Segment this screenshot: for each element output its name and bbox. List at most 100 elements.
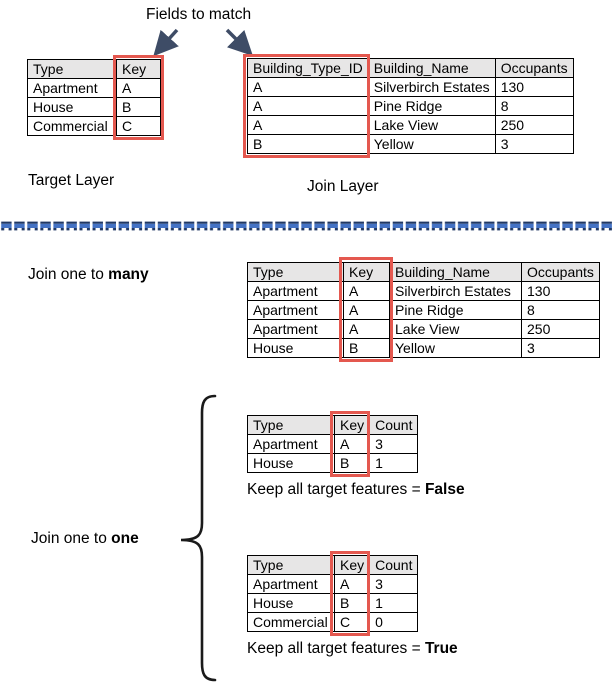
table-cell: 130: [521, 281, 600, 301]
table-cell: Apartment: [247, 434, 335, 454]
join-one-to-many-label: Join one to many: [28, 266, 149, 284]
label-bold-text: one: [111, 530, 139, 547]
arrow-down-left-icon: [153, 28, 179, 57]
table-cell: 3: [369, 434, 419, 454]
table-cell: Lake View: [367, 115, 496, 135]
table-cell: Commercial: [247, 612, 335, 632]
table-cell: Yellow: [367, 134, 496, 154]
column-header: Occupants: [521, 262, 600, 282]
table-cell: A: [333, 574, 371, 594]
table-row: A Lake View 250: [247, 115, 574, 135]
label-text: Keep all target features =: [247, 640, 425, 657]
label-bold-text: many: [108, 266, 149, 283]
table-cell: 0: [369, 612, 419, 632]
table-cell: A: [333, 434, 371, 454]
table-header-row: Type Key Count: [247, 555, 419, 575]
table: Type Key Count Apartment A 3 House B 1: [247, 415, 419, 473]
table-cell: 3: [369, 574, 419, 594]
one-to-many-result-table: Type Key Building_Name Occupants Apartme…: [247, 257, 600, 362]
arrow-down-right-icon: [225, 28, 253, 56]
column-header: Building_Type_ID: [247, 58, 369, 78]
column-header: Count: [369, 415, 419, 435]
column-header: Type: [247, 555, 335, 575]
table-row: Commercial C: [27, 116, 161, 136]
table-cell: 3: [521, 338, 600, 358]
table-cell: B: [247, 134, 369, 154]
table-cell: 130: [494, 77, 574, 97]
table-cell: Silverbirch Estates: [367, 77, 496, 97]
table-cell: 1: [369, 593, 419, 613]
table-row: A Pine Ridge 8: [247, 96, 574, 116]
column-header: Key: [343, 262, 390, 282]
table-cell: Pine Ridge: [389, 300, 522, 320]
label-text: Keep all target features =: [247, 481, 425, 498]
label-text: Join one to: [31, 530, 112, 547]
table: Building_Type_ID Building_Name Occupants…: [247, 58, 574, 154]
table-cell: A: [116, 78, 161, 98]
label-bold-text: False: [424, 481, 465, 498]
table-cell: B: [116, 97, 161, 117]
curly-brace: [180, 394, 217, 682]
table-cell: A: [343, 281, 390, 301]
table-cell: A: [247, 115, 369, 135]
column-header: Occupants: [494, 58, 574, 78]
table-row: Apartment A 3: [247, 434, 419, 454]
keep-false-label: Keep all target features = False: [247, 481, 465, 499]
table-cell: A: [247, 96, 369, 116]
table-cell: A: [343, 300, 390, 320]
table-cell: 250: [494, 115, 574, 135]
table-row: House B 1: [247, 453, 419, 473]
one-to-one-true-table: Type Key Count Apartment A 3 House B 1 C…: [247, 551, 419, 636]
table-row: House B: [27, 97, 161, 117]
table-cell: Apartment: [247, 300, 344, 320]
table-row: B Yellow 3: [247, 134, 574, 154]
column-header: Type: [27, 59, 117, 79]
target-layer-table: Type Key Apartment A House B Commercial …: [27, 55, 164, 140]
page-title: Fields to match: [146, 6, 252, 23]
table-row: Apartment A Pine Ridge 8: [247, 300, 600, 320]
table-cell: Commercial: [27, 116, 117, 136]
table-row: A Silverbirch Estates 130: [247, 77, 574, 97]
table-cell: Silverbirch Estates: [389, 281, 522, 301]
table-cell: B: [333, 453, 371, 473]
target-layer-label: Target Layer: [28, 172, 115, 189]
table-cell: B: [333, 593, 371, 613]
column-header: Building_Name: [389, 262, 522, 282]
table-cell: Yellow: [389, 338, 522, 358]
table-cell: Apartment: [247, 319, 344, 339]
table-cell: House: [27, 97, 117, 117]
table-cell: Apartment: [247, 281, 344, 301]
table-header-row: Type Key Building_Name Occupants: [247, 262, 600, 282]
label-bold-text: True: [424, 640, 458, 657]
table-cell: C: [116, 116, 161, 136]
table-header-row: Building_Type_ID Building_Name Occupants: [247, 58, 574, 78]
section-divider: [0, 221, 613, 232]
table-cell: A: [247, 77, 369, 97]
table-cell: Lake View: [389, 319, 522, 339]
table-row: Apartment A 3: [247, 574, 419, 594]
label-text: Join one to: [28, 266, 109, 283]
join-layer-label: Join Layer: [307, 178, 379, 195]
table: Type Key Building_Name Occupants Apartme…: [247, 262, 600, 358]
table-cell: 8: [521, 300, 600, 320]
keep-true-label: Keep all target features = True: [247, 640, 458, 658]
table-header-row: Type Key: [27, 59, 161, 79]
column-header: Building_Name: [367, 58, 496, 78]
table-row: Apartment A: [27, 78, 161, 98]
table-cell: House: [247, 338, 344, 358]
join-one-to-one-label: Join one to one: [31, 530, 139, 548]
table-cell: 3: [494, 134, 574, 154]
column-header: Type: [247, 415, 335, 435]
table-cell: 1: [369, 453, 419, 473]
table: Type Key Count Apartment A 3 House B 1 C…: [247, 555, 419, 632]
table-header-row: Type Key Count: [247, 415, 419, 435]
column-header: Count: [369, 555, 419, 575]
column-header: Key: [333, 415, 371, 435]
join-layer-table: Building_Type_ID Building_Name Occupants…: [243, 54, 574, 158]
fields-to-match-arrows: [153, 28, 253, 57]
table-cell: 8: [494, 96, 574, 116]
table-row: Apartment A Lake View 250: [247, 319, 600, 339]
table-row: Commercial C 0: [247, 612, 419, 632]
table-row: Apartment A Silverbirch Estates 130: [247, 281, 600, 301]
